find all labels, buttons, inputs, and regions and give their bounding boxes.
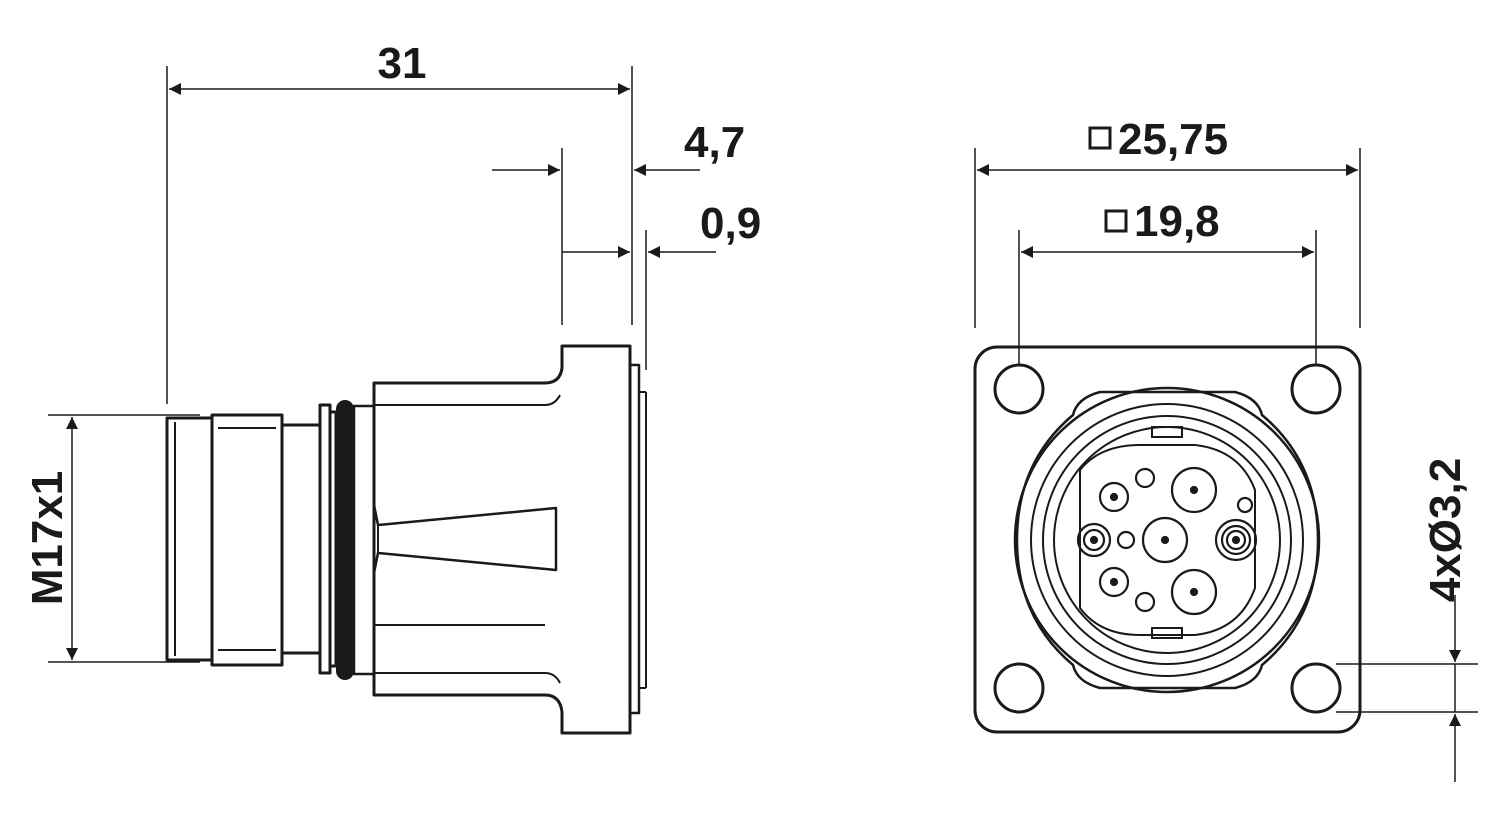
mounting-hole [993, 662, 1045, 714]
square-symbol-icon [1104, 209, 1128, 233]
dim-flange-depth-label: 4,7 [684, 118, 745, 167]
side-dimensions [48, 66, 716, 663]
front-view [973, 345, 1362, 734]
square-symbol-icon [1088, 126, 1112, 150]
o-ring [336, 400, 354, 680]
dim-flange-square-label: 25,75 [1118, 115, 1228, 164]
side-view [165, 344, 647, 735]
dim-holes-label: 4xØ3,2 [1421, 458, 1470, 602]
mounting-hole [993, 363, 1045, 415]
flange-square [973, 345, 1362, 734]
mounting-hole [1290, 363, 1342, 415]
gasket [628, 363, 641, 715]
dim-thread-label: M17x1 [23, 471, 72, 606]
dim-hole-pitch-label: 19,8 [1134, 197, 1220, 246]
front-dimensions [974, 148, 1478, 782]
mounting-hole [1290, 662, 1342, 714]
dim-length-label: 31 [378, 39, 427, 88]
housing-body [372, 344, 632, 735]
collar [318, 403, 338, 675]
thread-section [165, 413, 322, 667]
contact-pins [1076, 466, 1258, 616]
dim-gasket-label: 0,9 [700, 199, 761, 248]
